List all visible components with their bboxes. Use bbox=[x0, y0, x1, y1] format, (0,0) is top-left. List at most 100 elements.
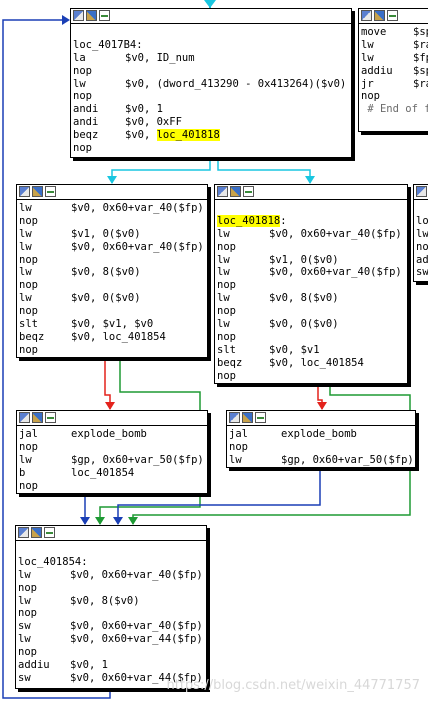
color-node-icon[interactable] bbox=[374, 10, 385, 21]
node-titlebar[interactable] bbox=[359, 9, 428, 24]
color-node-icon[interactable] bbox=[86, 10, 97, 21]
collapse-node-icon[interactable] bbox=[255, 412, 266, 423]
color-node-icon[interactable] bbox=[31, 527, 42, 538]
asm-line[interactable]: sw$v0, 0x60+var_44($fp) bbox=[18, 672, 206, 685]
asm-line[interactable]: addiu$sp bbox=[361, 65, 428, 78]
color-node-icon[interactable] bbox=[32, 412, 43, 423]
node-titlebar[interactable] bbox=[17, 411, 207, 426]
asm-line[interactable]: lw$v0, (dword_413290 - 0x413264)($v0) bbox=[73, 78, 351, 91]
asm-line[interactable]: lw$v0, 8($v0) bbox=[217, 292, 407, 305]
collapse-node-icon[interactable] bbox=[99, 10, 110, 21]
asm-line[interactable]: nop bbox=[217, 331, 407, 344]
asm-line[interactable]: lw$gp, 0x60+var_50($fp) bbox=[19, 454, 207, 467]
asm-line[interactable]: nop bbox=[217, 241, 407, 254]
asm-line[interactable]: nop bbox=[361, 90, 428, 103]
graph-node-icon[interactable] bbox=[361, 10, 372, 21]
color-node-icon[interactable] bbox=[242, 412, 253, 423]
asm-line[interactable]: jr$ra bbox=[361, 78, 428, 91]
asm-line[interactable]: nop bbox=[18, 607, 206, 620]
branch-target-highlight[interactable]: loc_401818 bbox=[156, 129, 220, 142]
asm-line[interactable]: lw$v1, 0($v0) bbox=[19, 228, 207, 241]
asm-line[interactable]: andi$v0, 0xFF bbox=[73, 116, 351, 129]
graph-node-icon[interactable] bbox=[18, 527, 29, 538]
asm-line[interactable]: nop bbox=[19, 215, 207, 228]
asm-line[interactable]: lw bbox=[416, 228, 428, 241]
asm-line[interactable]: lw$v0, 0x60+var_44($fp) bbox=[18, 633, 206, 646]
color-node-icon[interactable] bbox=[230, 186, 241, 197]
node-titlebar[interactable] bbox=[17, 185, 207, 200]
asm-line[interactable]: lw$v0, 0x60+var_40($fp) bbox=[19, 241, 207, 254]
graph-node-icon[interactable] bbox=[416, 186, 427, 197]
asm-line[interactable] bbox=[18, 543, 206, 556]
asm-line[interactable]: nop bbox=[73, 142, 351, 155]
collapse-node-icon[interactable] bbox=[243, 186, 254, 197]
collapse-node-icon[interactable] bbox=[44, 527, 55, 538]
asm-line[interactable]: lw$v0, 8($v0) bbox=[19, 266, 207, 279]
asm-line[interactable]: slt$v0, $v1 bbox=[217, 344, 407, 357]
node-titlebar[interactable] bbox=[215, 185, 407, 200]
asm-line[interactable]: lw$v0, 0x60+var_40($fp) bbox=[217, 228, 407, 241]
asm-line[interactable]: no bbox=[416, 241, 428, 254]
graph-node-icon[interactable] bbox=[73, 10, 84, 21]
asm-line[interactable]: nop bbox=[73, 90, 351, 103]
asm-line[interactable]: addiu$v0, 1 bbox=[18, 659, 206, 672]
asm-line[interactable]: lw$v0, 8($v0) bbox=[18, 595, 206, 608]
asm-line[interactable]: nop bbox=[19, 305, 207, 318]
asm-line[interactable]: lw$v0, 0($v0) bbox=[217, 318, 407, 331]
asm-line[interactable]: sw$v0, 0x60+var_40($fp) bbox=[18, 620, 206, 633]
asm-line[interactable]: lw$fp bbox=[361, 52, 428, 65]
asm-line[interactable]: nop bbox=[217, 305, 407, 318]
asm-line[interactable]: beqz$v0, loc_401818 bbox=[73, 129, 351, 142]
asm-line[interactable] bbox=[217, 202, 407, 215]
asm-line[interactable]: nop bbox=[217, 279, 407, 292]
asm-line[interactable]: andi$v0, 1 bbox=[73, 103, 351, 116]
asm-line[interactable]: loc_401818: bbox=[217, 214, 407, 228]
asm-line[interactable]: lw$v1, 0($v0) bbox=[217, 254, 407, 267]
asm-line[interactable]: lw$v0, 0x60+var_40($fp) bbox=[19, 202, 207, 215]
asm-line[interactable]: sw bbox=[416, 266, 428, 279]
asm-line[interactable] bbox=[416, 202, 428, 215]
asm-line[interactable]: lw$ra bbox=[361, 39, 428, 52]
asm-line[interactable]: nop bbox=[217, 370, 407, 383]
collapse-node-icon[interactable] bbox=[45, 186, 56, 197]
label-highlight[interactable]: loc_401818 bbox=[217, 214, 281, 227]
asm-line[interactable]: loc_4017B4: bbox=[73, 39, 351, 52]
asm-line[interactable]: lw$v0, 0x60+var_40($fp) bbox=[217, 266, 407, 279]
graph-node-icon[interactable] bbox=[19, 186, 30, 197]
node-titlebar[interactable] bbox=[71, 9, 351, 24]
graph-node-icon[interactable] bbox=[229, 412, 240, 423]
asm-line[interactable]: nop bbox=[19, 480, 207, 493]
asm-line[interactable]: nop bbox=[229, 441, 415, 454]
graph-node-icon[interactable] bbox=[217, 186, 228, 197]
asm-line[interactable]: ad bbox=[416, 254, 428, 267]
node-titlebar[interactable] bbox=[414, 185, 428, 200]
asm-line[interactable]: nop bbox=[18, 646, 206, 659]
node-titlebar[interactable] bbox=[227, 411, 415, 426]
asm-line[interactable]: nop bbox=[19, 441, 207, 454]
asm-line[interactable]: nop bbox=[19, 279, 207, 292]
node-titlebar[interactable] bbox=[16, 526, 206, 541]
asm-line[interactable]: nop bbox=[19, 254, 207, 267]
asm-line[interactable]: nop bbox=[19, 344, 207, 357]
asm-line[interactable]: move$sp bbox=[361, 26, 428, 39]
asm-line[interactable]: lw$v0, 0x60+var_40($fp) bbox=[18, 569, 206, 582]
asm-line[interactable]: nop bbox=[18, 582, 206, 595]
collapse-node-icon[interactable] bbox=[45, 412, 56, 423]
graph-node-icon[interactable] bbox=[19, 412, 30, 423]
node-epilogue[interactable]: move$splw$ralw$fpaddiu$spjr$ranop # End … bbox=[358, 8, 428, 132]
asm-line[interactable]: lw$v0, 0($v0) bbox=[19, 292, 207, 305]
color-node-icon[interactable] bbox=[32, 186, 43, 197]
asm-line[interactable]: # End of f bbox=[361, 103, 428, 116]
asm-line[interactable]: loc_401854: bbox=[18, 556, 206, 569]
